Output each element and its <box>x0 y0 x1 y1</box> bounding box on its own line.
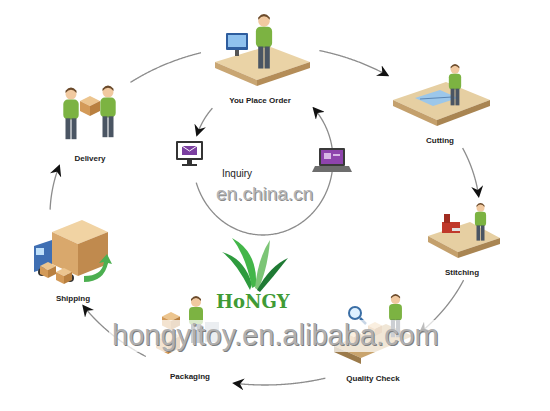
flow-arrow <box>50 166 59 210</box>
flow-arrow <box>197 108 212 135</box>
flow-arrow <box>130 53 201 83</box>
process-step: Delivery <box>52 72 128 164</box>
process-step: Cutting <box>390 60 490 146</box>
watermark: en.china.cn <box>216 184 313 205</box>
logo-text: HoNGY <box>216 292 290 312</box>
step-label: Cutting <box>424 136 456 146</box>
step-label: Quality Check <box>344 374 401 384</box>
process-step: Inquiry <box>172 137 254 180</box>
step-label: Packaging <box>168 372 212 382</box>
flow-arrow <box>234 378 325 385</box>
process-step: Stitching <box>422 198 502 278</box>
step-label: Shipping <box>54 294 92 304</box>
step-label: Stitching <box>443 268 481 278</box>
flow-arrow <box>463 148 479 196</box>
step-label: You Place Order <box>227 96 293 106</box>
process-step: Shipping <box>28 212 118 304</box>
step-label: Delivery <box>72 154 107 164</box>
watermark: hongyitoy.en.alibaba.com <box>109 320 442 352</box>
process-step: You Place Order <box>203 10 317 106</box>
step-label: Inquiry <box>220 168 254 180</box>
flow-arrow <box>319 51 387 76</box>
